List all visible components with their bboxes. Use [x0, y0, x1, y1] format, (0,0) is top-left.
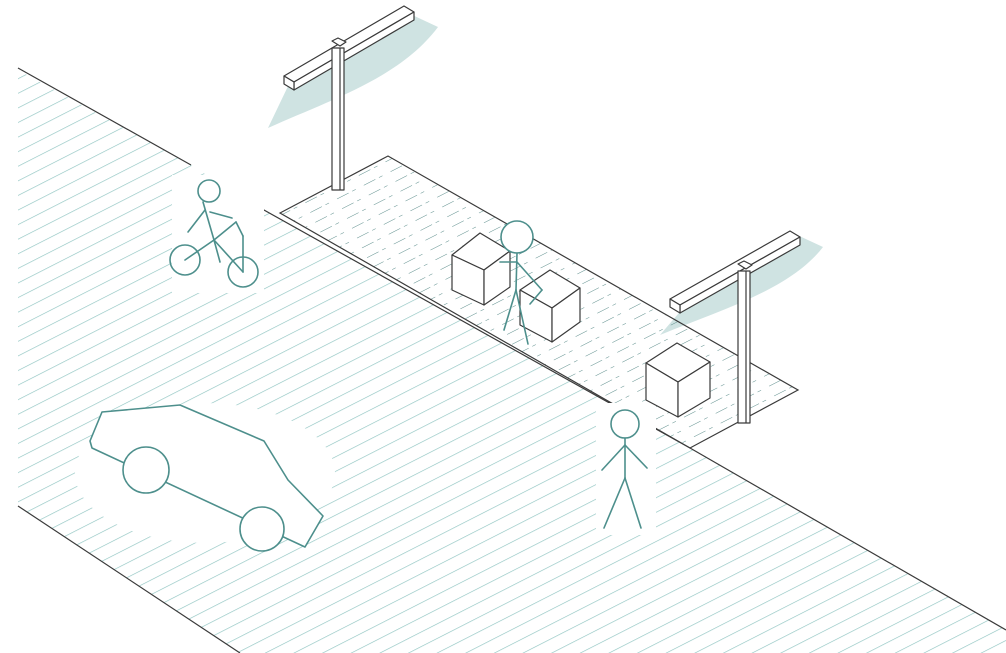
bench-block — [519, 269, 581, 343]
bench-block — [645, 342, 711, 418]
cyclist — [169, 179, 259, 288]
car — [89, 404, 324, 552]
bench-block — [451, 232, 511, 306]
lamp-light-glow — [268, 13, 438, 128]
standing-person — [601, 409, 648, 529]
sitting-person — [499, 220, 543, 345]
street-lamp — [283, 5, 415, 191]
street — [17, 67, 1006, 653]
street-lamp — [669, 230, 801, 424]
